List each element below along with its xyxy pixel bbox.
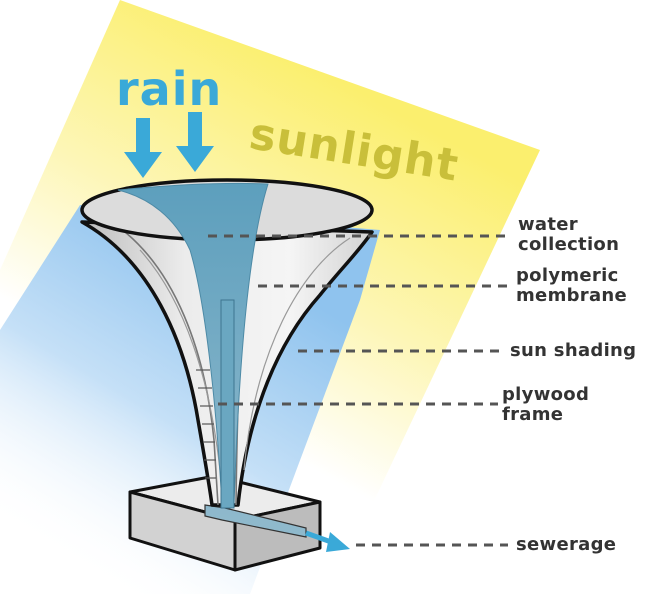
plywood-frame-label: plywood frame bbox=[502, 385, 589, 425]
sewerage-label: sewerage bbox=[516, 534, 617, 555]
water-collection-label: water collection bbox=[518, 215, 619, 255]
plywood-frame-line2: frame bbox=[502, 404, 564, 425]
water-collection-line2: collection bbox=[518, 234, 620, 255]
rain-heading: rain bbox=[116, 62, 223, 116]
sewerage-arrow bbox=[305, 530, 350, 552]
water-collection-line1: water bbox=[518, 214, 578, 235]
polymeric-membrane-line2: membrane bbox=[516, 285, 628, 306]
funnel-body bbox=[80, 178, 374, 509]
polymeric-membrane-line1: polymeric bbox=[516, 265, 619, 286]
sun-shading-label: sun shading bbox=[510, 340, 637, 361]
plywood-frame-line1: plywood bbox=[502, 384, 590, 405]
rain-arrows bbox=[124, 112, 214, 178]
polymeric-membrane-label: polymeric membrane bbox=[516, 266, 627, 306]
